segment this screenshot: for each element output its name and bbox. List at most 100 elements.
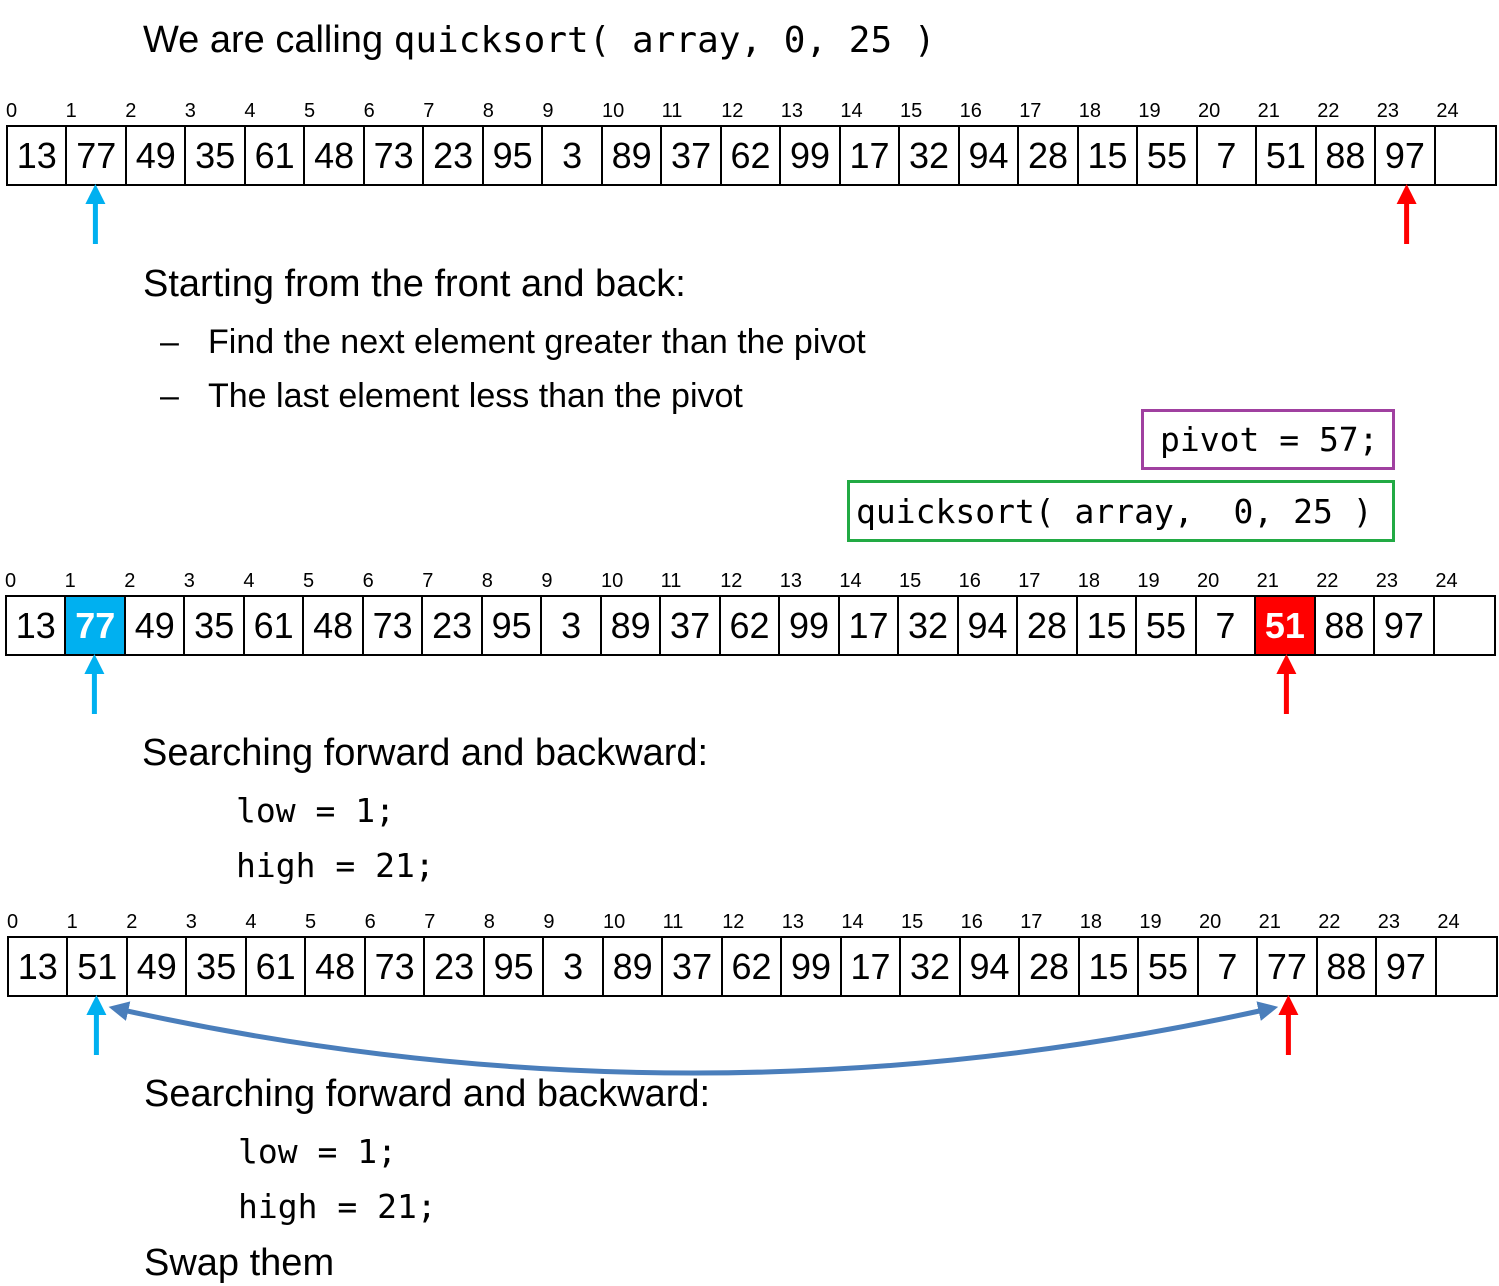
bullet-text: Find the next element greater than the p… bbox=[208, 323, 866, 361]
array-cell: 62 bbox=[721, 597, 781, 654]
index-label: 1 bbox=[66, 911, 78, 933]
array-cell: 97 bbox=[1376, 127, 1436, 184]
index-label: 20 bbox=[1197, 570, 1220, 592]
array-cell: 61 bbox=[245, 597, 305, 654]
array-cell: 48 bbox=[306, 938, 366, 995]
index-label: 21 bbox=[1256, 570, 1279, 592]
index-label: 10 bbox=[602, 100, 625, 122]
index-label: 12 bbox=[721, 100, 744, 122]
array-cell: 88 bbox=[1318, 938, 1378, 995]
array-cell: 3 bbox=[542, 597, 602, 654]
section2-low: low = 1; bbox=[236, 791, 395, 830]
index-label: 4 bbox=[243, 570, 255, 592]
call-text: quicksort( array, 0, 25 ) bbox=[856, 491, 1373, 531]
index-label: 20 bbox=[1198, 100, 1221, 122]
index-label: 9 bbox=[542, 100, 554, 122]
index-label: 4 bbox=[244, 100, 256, 122]
array-cell: 17 bbox=[840, 597, 900, 654]
array-cell: 23 bbox=[425, 938, 485, 995]
array-cell: 73 bbox=[365, 127, 425, 184]
array-cell: 89 bbox=[602, 597, 662, 654]
swap-arrow bbox=[108, 1001, 1279, 1076]
section2-heading: Searching forward and backward: bbox=[142, 732, 709, 774]
index-label: 11 bbox=[661, 100, 683, 122]
index-label: 15 bbox=[899, 570, 922, 592]
array-cell: 35 bbox=[187, 938, 247, 995]
array-cell: 73 bbox=[364, 597, 424, 654]
bullet-item-2: –The last element less than the pivot bbox=[160, 375, 743, 417]
index-label: 7 bbox=[424, 911, 436, 933]
array-cell: 94 bbox=[960, 127, 1020, 184]
index-label: 14 bbox=[841, 911, 864, 933]
index-label: 0 bbox=[7, 911, 19, 933]
index-label: 3 bbox=[184, 100, 196, 122]
array-cell: 15 bbox=[1079, 127, 1139, 184]
index-label: 15 bbox=[901, 911, 924, 933]
array-cell: 15 bbox=[1078, 597, 1138, 654]
array-cell: 99 bbox=[782, 938, 842, 995]
index-label: 1 bbox=[65, 100, 77, 122]
array-cell: 48 bbox=[305, 127, 365, 184]
call-box: quicksort( array, 0, 25 ) bbox=[847, 480, 1395, 542]
index-label: 5 bbox=[303, 570, 315, 592]
array-cell: 95 bbox=[483, 597, 543, 654]
array-cell: 32 bbox=[901, 938, 961, 995]
array-cell: 15 bbox=[1080, 938, 1140, 995]
index-label: 10 bbox=[603, 911, 626, 933]
index-label: 11 bbox=[662, 911, 684, 933]
index-label: 18 bbox=[1079, 911, 1103, 933]
index-label: 17 bbox=[1019, 100, 1042, 122]
array-cell: 89 bbox=[603, 127, 663, 184]
array-cell: 13 bbox=[7, 597, 67, 654]
index-label: 18 bbox=[1078, 100, 1102, 122]
index-label: 9 bbox=[541, 570, 553, 592]
index-label: 22 bbox=[1317, 100, 1340, 122]
array-cell: 7 bbox=[1197, 597, 1257, 654]
pivot-box: pivot = 57; bbox=[1141, 409, 1395, 470]
index-label: 3 bbox=[183, 570, 195, 592]
title-prefix: We are calling bbox=[143, 19, 394, 61]
array-cell: 13 bbox=[8, 127, 68, 184]
array-cell: 94 bbox=[959, 597, 1019, 654]
section3-high: high = 21; bbox=[238, 1187, 437, 1226]
array-cell: 7 bbox=[1199, 938, 1259, 995]
index-label: 13 bbox=[780, 100, 804, 122]
index-label: 22 bbox=[1318, 911, 1341, 933]
array-cell: 37 bbox=[662, 127, 722, 184]
title-code: quicksort( array, 0, 25 ) bbox=[393, 20, 936, 61]
bullet-dash: – bbox=[160, 323, 179, 361]
section3-heading: Searching forward and backward: bbox=[144, 1073, 711, 1115]
section1-heading: Starting from the front and back: bbox=[143, 263, 686, 305]
index-label: 18 bbox=[1077, 570, 1101, 592]
array-cell: 23 bbox=[424, 127, 484, 184]
array-cell: 51 bbox=[1257, 127, 1317, 184]
array-cell: 88 bbox=[1317, 127, 1377, 184]
bullet-dash: – bbox=[160, 377, 179, 415]
index-label: 12 bbox=[722, 911, 745, 933]
array-cell: 73 bbox=[366, 938, 426, 995]
index-label: 5 bbox=[305, 911, 317, 933]
index-label: 7 bbox=[422, 570, 434, 592]
array-cell: 51 bbox=[68, 938, 128, 995]
array-cell: 49 bbox=[128, 938, 188, 995]
index-label: 6 bbox=[364, 911, 376, 933]
array-cell: 49 bbox=[127, 127, 187, 184]
array-cell: 62 bbox=[722, 127, 782, 184]
index-label: 5 bbox=[304, 100, 316, 122]
index-label: 3 bbox=[185, 911, 197, 933]
array-cell: 89 bbox=[604, 938, 664, 995]
index-label: 0 bbox=[6, 100, 18, 122]
array-cell: 32 bbox=[899, 597, 959, 654]
index-label: 20 bbox=[1199, 911, 1222, 933]
index-label: 16 bbox=[960, 911, 983, 933]
index-label: 19 bbox=[1138, 100, 1161, 122]
index-label: 2 bbox=[126, 911, 138, 933]
index-label: 0 bbox=[5, 570, 17, 592]
index-label: 23 bbox=[1376, 100, 1400, 122]
index-label: 6 bbox=[362, 570, 374, 592]
array-cell: 3 bbox=[544, 938, 604, 995]
